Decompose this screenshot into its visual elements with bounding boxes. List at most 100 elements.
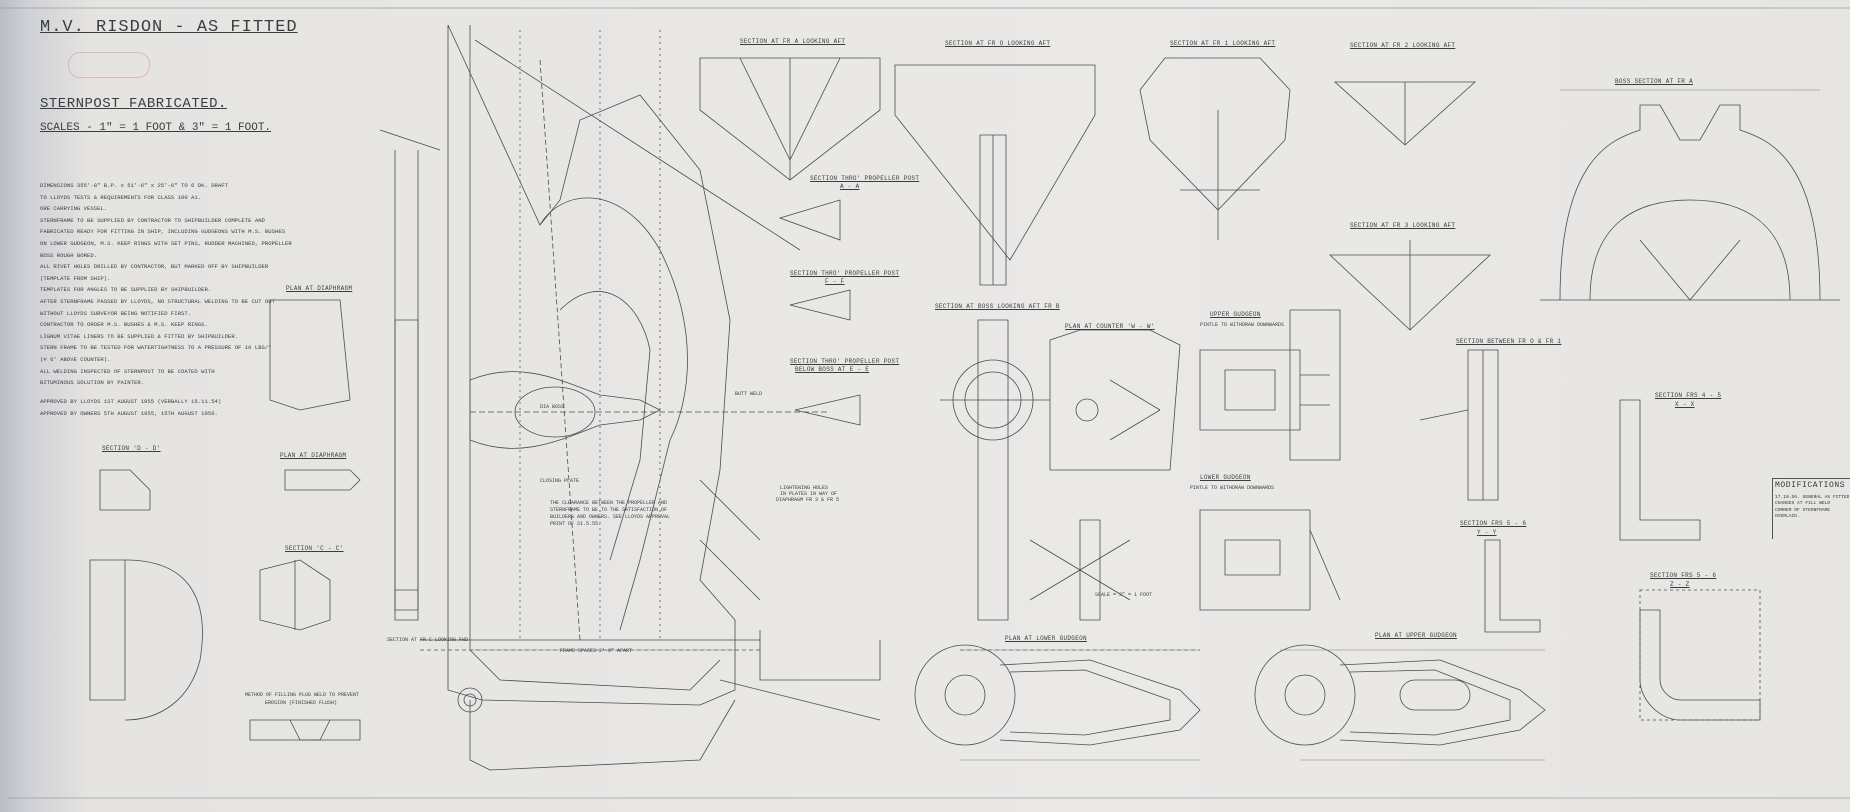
section-fr-o	[895, 65, 1095, 285]
scale-note: SCALES - 1" = 1 FOOT & 3" = 1 FOOT.	[40, 122, 272, 134]
note-line: CONTRACTOR TO ORDER M.S. BUSHES & M.S. K…	[40, 321, 208, 329]
modification-entry: OVERLAID.	[1775, 514, 1800, 520]
label-thro-post-a: SECTION THRO' PROPELLER POST	[810, 175, 920, 182]
label-thro-post-f: SECTION THRO' PROPELLER POST	[790, 270, 900, 277]
label-sec-a: SECTION AT FR A LOOKING AFT	[740, 38, 846, 45]
label-thro-post-a2: A - A	[840, 183, 860, 190]
label-boss-a: BOSS SECTION AT FR A	[1615, 78, 1694, 85]
upper-gudgeon	[1200, 310, 1340, 460]
label-plan-lower-gudgeon: PLAN AT LOWER GUDGEON	[1005, 635, 1087, 642]
label-section-dd: SECTION 'D - D'	[102, 445, 161, 452]
note-line: STERNFRAME TO BE SUPPLIED BY CONTRACTOR …	[40, 216, 265, 224]
label-section-frc: SECTION AT FR C LOOKING FWD	[387, 637, 469, 643]
label-frs-5-6-z2: Z - Z	[1670, 581, 1690, 588]
general-notes: DIMENSIONS 355'-8" B.P. x 51'-6" x 25'-6…	[40, 180, 292, 389]
approval-notes: APPROVED BY LLOYDS 1ST AUGUST 1955 (VERB…	[40, 396, 221, 419]
plan-counter	[1030, 330, 1180, 620]
label-plan-counter: PLAN AT COUNTER 'W - W'	[1065, 323, 1155, 330]
section-between-frames	[1420, 350, 1498, 500]
note-line: (# 6' ABOVE COUNTER).	[40, 355, 111, 363]
label-frs-5-6-z: SECTION FRS 5 - 6	[1650, 572, 1717, 579]
label-plan-diaphragm-2: PLAN AT DIAPHRAGM	[280, 452, 347, 459]
shipbuilder-stamp	[42, 44, 152, 84]
lower-gudgeon	[1200, 510, 1340, 610]
section-frs-4-5	[1620, 400, 1700, 540]
section-cc-linework	[260, 560, 330, 630]
section-frs-5-6-z	[1640, 590, 1760, 720]
note-line: LIGNUM VITAE LINERS TO BE SUPPLIED & FIT…	[40, 332, 239, 340]
label-lightening-holes2: IN PLATES IN WAY OF	[780, 491, 838, 497]
label-clearance-note: THE CLEARANCE BETWEEN THE PROPELLER AND	[550, 500, 668, 506]
label-clearance-note2: STERNFRAME TO BE TO THE SATISFACTION OF	[550, 507, 668, 513]
note-line: AFTER STERNFRAME PASSED BY LLOYDS, NO ST…	[40, 297, 275, 305]
label-upper-gudgeon-sub: PINTLE TO WITHDRAW DOWNWARDS	[1200, 322, 1285, 328]
label-filling-plug: METHOD OF FILLING PLUG WELD TO PREVENT	[245, 692, 360, 698]
label-frs-4-5b: X - X	[1675, 401, 1695, 408]
section-fr-2	[1335, 82, 1475, 145]
label-thro-post-e2: BELOW BOSS AT E - E	[795, 366, 870, 373]
label-frs-5-6b: Y - Y	[1477, 529, 1497, 536]
approval-line: APPROVED BY LLOYDS 1ST AUGUST 1955 (VERB…	[40, 398, 222, 405]
sternpost-profile	[380, 25, 880, 770]
note-line: BOSS ROUGH BORED.	[40, 251, 98, 259]
note-line: BITUMINOUS SOLUTION BY PAINTER.	[40, 379, 145, 387]
note-line: ALL RIVET HOLES DRILLED BY CONTRACTOR, B…	[40, 263, 269, 271]
vessel-title: M.V. RISDON - AS FITTED	[40, 18, 298, 37]
label-boss-looking-aft: SECTION AT BOSS LOOKING AFT FR B	[935, 303, 1060, 310]
note-line: (TEMPLATE FROM SHIP).	[40, 274, 111, 282]
label-lower-gudgeon-sub: PINTLE TO WITHDRAW DOWNWARDS	[1190, 485, 1275, 491]
label-patch-plate: CLOSING PLATE	[540, 478, 580, 484]
stamp-oval	[68, 52, 150, 78]
label-lower-gudgeon: LOWER GUDGEON	[1200, 474, 1251, 481]
label-lightening-holes: LIGHTENING HOLES	[780, 485, 829, 491]
label-between-frs: SECTION BETWEEN FR O & FR 1	[1456, 338, 1562, 345]
approval-line: APPROVED BY OWNERS 5TH AUGUST 1955, 15TH…	[40, 409, 218, 417]
label-sec-1: SECTION AT FR 1 LOOKING AFT	[1170, 40, 1276, 47]
label-clearance-note4: PRINT OF 21.5.55.	[550, 521, 602, 527]
label-frs-4-5: SECTION FRS 4 - 5	[1655, 392, 1722, 399]
plan-upper-gudgeon	[1255, 645, 1545, 745]
modification-entry: 17.10.56. GENERAL AS FITTED	[1775, 495, 1850, 500]
label-butt-weld: BUTT WELD	[735, 391, 763, 397]
section-frame-c	[395, 320, 418, 620]
label-dia-boss: DIA BOSS	[540, 404, 565, 410]
note-line: WITHOUT LLOYDS SURVEYOR BEING NOTIFIED F…	[40, 309, 192, 317]
label-lightening-holes3: DIAPHRAGM FR 3 & FR 5	[776, 497, 840, 503]
label-frame-spaces: FRAME SPACES 2'-0" APART	[560, 648, 633, 654]
label-frs-5-6: SECTION FRS 5 - 6	[1460, 520, 1527, 527]
section-fr-1	[1140, 58, 1290, 240]
note-line: ON LOWER GUDGEON, M.S. KEEP RINGS WITH S…	[40, 239, 292, 247]
note-line: TEMPLATES FOR ANGLES TO BE SUPPLIED BY S…	[40, 286, 212, 294]
modifications-box: MODIFICATIONS 17.10.56. GENERAL AS FITTE…	[1772, 478, 1850, 539]
label-sec-2: SECTION AT FR 2 LOOKING AFT	[1350, 42, 1456, 49]
note-line: ALL WELDING INSPECTED OF STERNPOST TO BE…	[40, 367, 215, 375]
label-sec-o: SECTION AT FR O LOOKING AFT	[945, 40, 1051, 47]
modification-entry: CHANGES AT FILL WELD	[1775, 501, 1831, 507]
modifications-entries: 17.10.56. GENERAL AS FITTED CHANGES AT F…	[1775, 495, 1849, 521]
label-scale-3: SCALE = 3" = 1 FOOT	[1095, 592, 1153, 598]
note-line: FABRICATED READY FOR FITTING IN SHIP, IN…	[40, 228, 286, 236]
section-dd-linework	[90, 470, 202, 720]
section-fr-a	[700, 58, 880, 180]
note-line: STERN FRAME TO BE TESTED FOR WATERTIGHTN…	[40, 344, 272, 352]
label-filling-plug2: EROSION (FINISHED FLUSH)	[265, 700, 338, 706]
plan-diaphragm	[270, 300, 360, 490]
section-frs-5-6	[1485, 540, 1540, 632]
note-line: DIMENSIONS 355'-8" B.P. x 51'-6" x 25'-6…	[40, 182, 228, 189]
label-thro-post-e: SECTION THRO' PROPELLER POST	[790, 358, 900, 365]
label-clearance-note3: BUILDERS AND OWNERS. SEE LLOYDS APPROVAL	[550, 514, 671, 520]
note-line: ORE CARRYING VESSEL.	[40, 205, 108, 213]
label-upper-gudgeon: UPPER GUDGEON	[1210, 311, 1261, 318]
plan-lower-gudgeon	[915, 645, 1200, 745]
section-fr-3	[1330, 240, 1490, 330]
propeller-post-sections	[780, 200, 860, 425]
label-plan-diaphragm-1: PLAN AT DIAPHRAGM	[286, 285, 353, 292]
label-plan-upper-gudgeon: PLAN AT UPPER GUDGEON	[1375, 632, 1457, 639]
drawing-title: STERNPOST FABRICATED.	[40, 96, 227, 112]
dimension-lines	[470, 90, 1820, 760]
label-sec-3: SECTION AT FR 3 LOOKING AFT	[1350, 222, 1456, 229]
modifications-title: MODIFICATIONS	[1775, 481, 1846, 490]
modification-entry: CORNER OF STERNFRAME	[1775, 507, 1831, 513]
